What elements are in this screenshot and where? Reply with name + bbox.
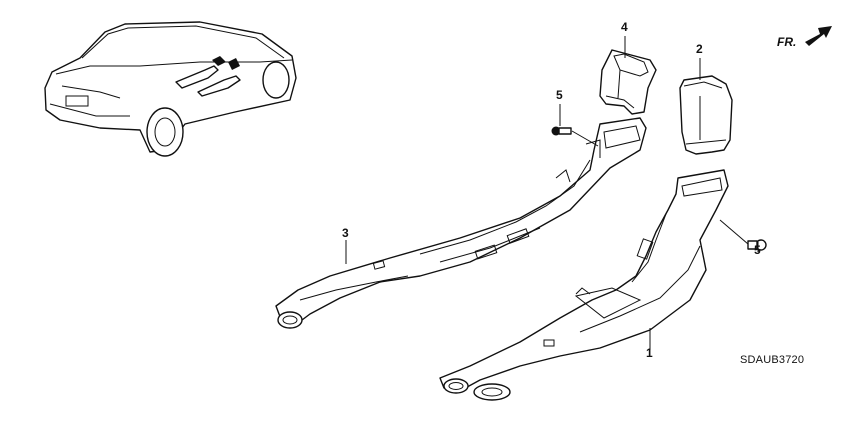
car-locator-icon — [44, 21, 297, 157]
callout-part-5-left: 5 — [556, 88, 563, 102]
callout-part-4: 4 — [621, 20, 628, 34]
leader-lines — [345, 36, 759, 350]
rear-duct-part-3 — [275, 117, 647, 329]
duct-cap-part-2 — [679, 75, 733, 155]
callout-part-1: 1 — [646, 346, 653, 360]
screw-part-5-left — [551, 126, 572, 136]
front-arrow-icon — [805, 26, 832, 46]
duct-cap-part-4 — [599, 49, 657, 115]
diagram-code: SDAUB3720 — [740, 354, 805, 366]
front-direction-label: FR. — [777, 35, 797, 49]
callout-part-5-right: 5 — [754, 243, 761, 257]
callout-part-2: 2 — [696, 42, 703, 56]
callout-part-3: 3 — [342, 226, 349, 240]
front-duct-part-1 — [439, 169, 729, 401]
